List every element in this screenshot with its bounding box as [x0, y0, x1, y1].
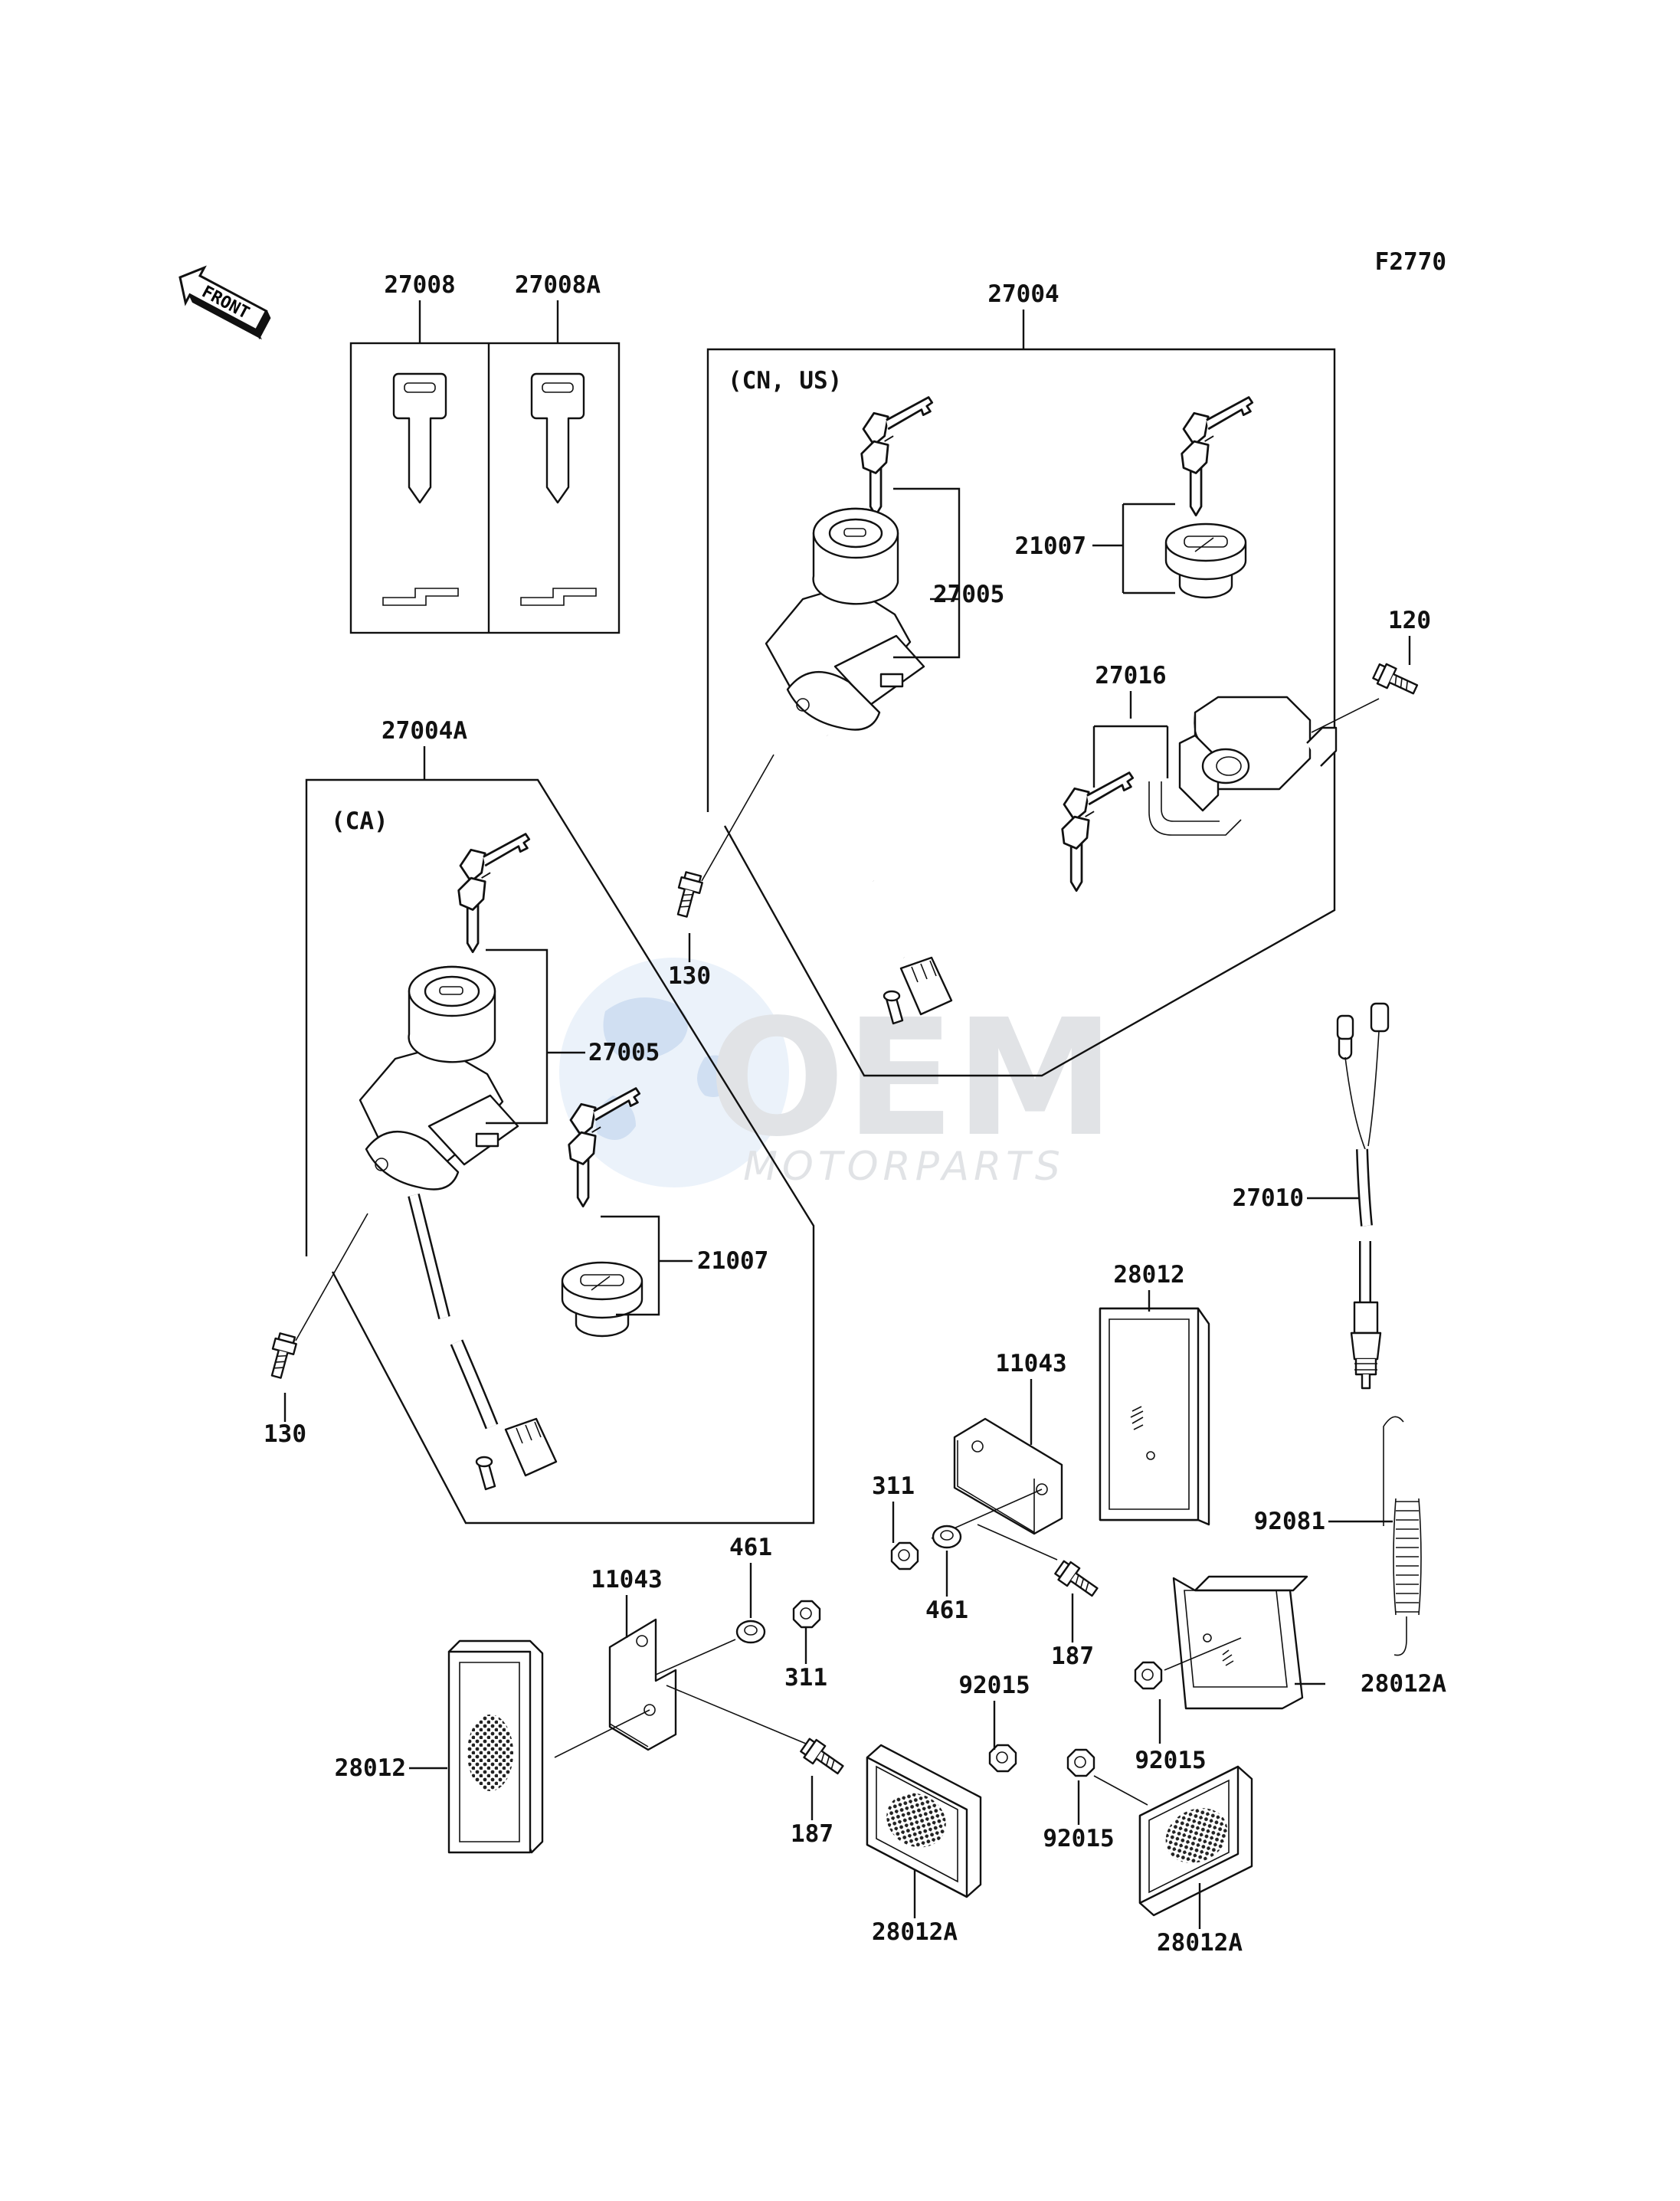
- label-28012A-bl: 28012A: [872, 1918, 958, 1946]
- label-27008A: 27008A: [515, 271, 601, 299]
- reflector-28012A-right-icon: [1172, 1575, 1308, 1710]
- key-27008-icon: [392, 372, 447, 504]
- bolt-187-top-icon: [1052, 1557, 1102, 1602]
- label-28012-left: 28012: [335, 1754, 406, 1782]
- reflector-28012-top-icon: [1099, 1307, 1210, 1526]
- key-blanks-group: 27008 27008A: [349, 271, 621, 634]
- label-92015-a: 92015: [1135, 1747, 1206, 1774]
- seat-lock-key-icon: [1181, 396, 1254, 517]
- label-187-bot: 187: [791, 1820, 833, 1848]
- label-27004: 27004: [987, 280, 1059, 308]
- ca-ignition-switch-icon: [359, 965, 558, 1491]
- washer-461-bot-icon: [735, 1620, 766, 1644]
- label-27008: 27008: [384, 271, 455, 299]
- label-28012-top: 28012: [1113, 1261, 1184, 1289]
- bolt-130-top-icon: [671, 870, 705, 919]
- label-11043-top: 11043: [995, 1350, 1066, 1377]
- label-311-top: 311: [872, 1472, 915, 1500]
- ignition-switch-icon: [765, 507, 953, 1025]
- label-92015-b: 92015: [958, 1672, 1030, 1699]
- label-92081: 92081: [1254, 1508, 1325, 1535]
- watermark: OEM MOTORPARTS: [559, 958, 1115, 1190]
- ca-ignition-key-icon: [457, 833, 531, 954]
- washer-461-top-icon: [932, 1525, 962, 1549]
- seat-lock-key2-icon: [1061, 771, 1135, 893]
- ca-lock-cylinder-icon: [561, 1261, 644, 1338]
- label-28012A-right: 28012A: [1361, 1670, 1446, 1698]
- lock-cylinder-icon: [1164, 522, 1247, 599]
- figure-code: F2770: [1375, 248, 1446, 276]
- key-27008A-icon: [530, 372, 585, 504]
- key-blank-frame: [349, 342, 621, 634]
- reflector-28012-left-icon: [447, 1639, 544, 1854]
- label-27005-top: 27005: [933, 581, 1004, 608]
- label-21007-bot: 21007: [697, 1247, 768, 1275]
- spring-92081-icon: [1383, 1416, 1422, 1656]
- nut-92015-a-icon: [1134, 1661, 1163, 1690]
- label-130-bot: 130: [264, 1420, 306, 1448]
- watermark-brand: OEM: [709, 984, 1115, 1172]
- nut-92015-c-icon: [1066, 1748, 1095, 1777]
- bolt-120-icon: [1371, 660, 1421, 700]
- label-120: 120: [1388, 607, 1431, 634]
- ignition-switch-set-ca: 27004A (CA) 27005: [305, 717, 815, 1525]
- label-187-top: 187: [1051, 1643, 1094, 1670]
- label-27005-bot: 27005: [588, 1039, 660, 1066]
- nut-311-top-icon: [890, 1541, 919, 1571]
- nut-311-bot-icon: [792, 1600, 821, 1629]
- bracket-11043-bot-icon: [554, 1618, 736, 1758]
- region-cn-us: (CN, US): [728, 367, 842, 395]
- reflector-28012A-bl-icon: [866, 1744, 982, 1898]
- ignition-switch-set-cn-us: 27004 (CN, US): [706, 280, 1338, 1077]
- bolt-130-bot-icon: [265, 1331, 299, 1381]
- bracket-11043-top-icon: [931, 1417, 1063, 1539]
- label-28012A-br: 28012A: [1157, 1929, 1243, 1957]
- ignition-key-icon: [860, 396, 934, 517]
- label-130-top: 130: [668, 962, 711, 990]
- label-21007-top: 21007: [1015, 532, 1086, 560]
- label-92015-c: 92015: [1043, 1825, 1114, 1852]
- label-27016: 27016: [1095, 662, 1166, 689]
- region-ca: (CA): [331, 807, 388, 835]
- label-461-top: 461: [925, 1597, 968, 1624]
- switch-27010-icon: [1336, 1002, 1390, 1390]
- label-311-bot: 311: [784, 1664, 827, 1692]
- label-27010: 27010: [1233, 1184, 1304, 1212]
- label-27004A: 27004A: [382, 717, 467, 745]
- label-461-bot: 461: [729, 1534, 772, 1561]
- watermark-sub: MOTORPARTS: [743, 1144, 1065, 1190]
- label-11043-bot: 11043: [591, 1566, 662, 1593]
- front-arrow-icon: FRONT: [178, 265, 271, 340]
- reflector-28012A-br-icon: [1138, 1765, 1253, 1917]
- bolt-187-bot-icon: [797, 1735, 848, 1780]
- seat-lock-icon: [1148, 696, 1338, 836]
